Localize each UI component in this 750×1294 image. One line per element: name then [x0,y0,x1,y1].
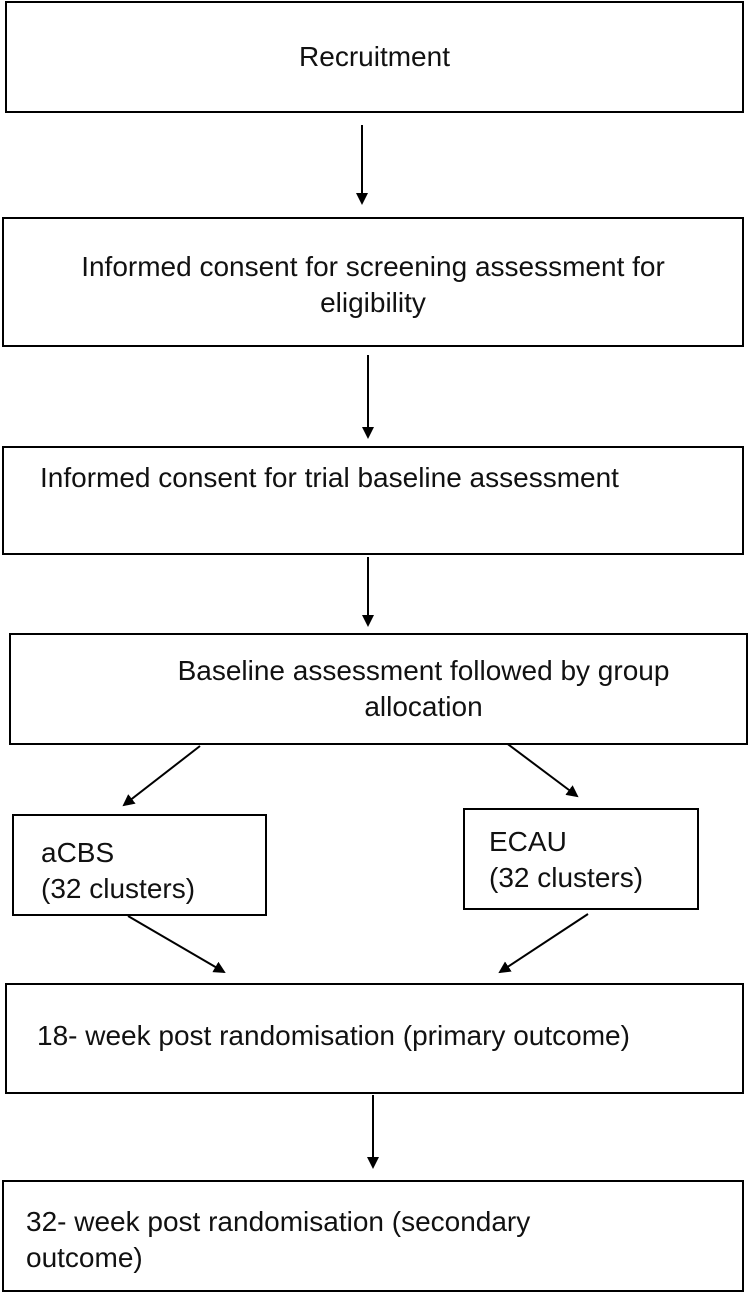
consent-trial-label: Informed consent for trial baseline asse… [40,462,619,493]
baseline-box: Baseline assessment followed by group al… [9,633,748,745]
week18-box: 18- week post randomisation (primary out… [5,983,744,1094]
arrow-baseline-to-ecau [504,741,579,798]
acbs-line1: aCBS [41,837,115,868]
recruitment-box: Recruitment [5,1,744,113]
ecau-box: ECAU (32 clusters) [463,808,699,910]
consent-trial-box: Informed consent for trial baseline asse… [2,446,744,555]
arrow-baseline-to-acbs [122,745,201,807]
consent-screening-box: Informed consent for screening assessmen… [2,217,744,347]
arrow-ecau-to-week18 [498,913,589,974]
week18-label: 18- week post randomisation (primary out… [37,1020,630,1051]
ecau-line1: ECAU [489,826,567,857]
acbs-line2: (32 clusters) [41,873,196,904]
consent-screening-line2: eligibility [320,287,426,318]
week32-line2: outcome) [26,1242,143,1273]
recruitment-label: Recruitment [299,41,450,72]
week32-box: 32- week post randomisation (secondary o… [2,1180,744,1292]
baseline-line1: Baseline assessment followed by group [177,655,670,686]
acbs-box: aCBS (32 clusters) [12,814,267,916]
consent-screening-line1: Informed consent for screening assessmen… [81,251,665,282]
arrow-acbs-to-week18 [127,915,226,974]
week32-line1: 32- week post randomisation (secondary [26,1206,531,1237]
baseline-line2: allocation [364,691,483,722]
ecau-line2: (32 clusters) [489,862,644,893]
